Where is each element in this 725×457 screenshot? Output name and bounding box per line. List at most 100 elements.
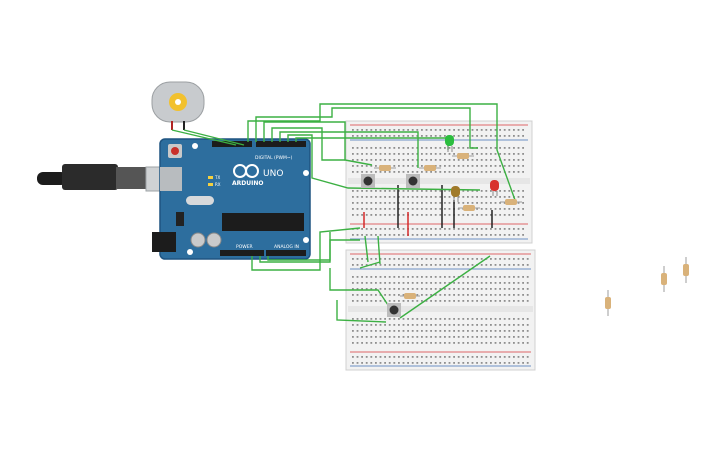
breadboard-hole[interactable] [490, 288, 492, 290]
breadboard-hole[interactable] [430, 214, 432, 216]
breadboard-hole[interactable] [517, 228, 520, 230]
breadboard-hole[interactable] [393, 153, 396, 155]
breadboard-hole[interactable] [467, 282, 469, 284]
breadboard-hole[interactable] [370, 159, 373, 161]
breadboard-hole[interactable] [522, 165, 524, 167]
breadboard-hole[interactable] [375, 171, 377, 173]
breadboard-hole[interactable] [476, 159, 478, 161]
breadboard-hole[interactable] [411, 300, 414, 302]
breadboard-hole[interactable] [425, 129, 428, 131]
breadboard-hole[interactable] [407, 362, 409, 364]
breadboard-hole[interactable] [508, 228, 511, 230]
resistor[interactable] [374, 165, 396, 171]
breadboard-hole[interactable] [352, 264, 354, 266]
breadboard-hole[interactable] [434, 300, 437, 302]
breadboard-hole[interactable] [462, 147, 465, 149]
breadboard-hole[interactable] [361, 147, 363, 149]
breadboard-hole[interactable] [421, 330, 423, 332]
breadboard-hole[interactable] [421, 276, 423, 278]
breadboard-hole[interactable] [513, 264, 515, 266]
breadboard-hole[interactable] [517, 147, 520, 149]
breadboard-hole[interactable] [522, 258, 524, 260]
breadboard-hole[interactable] [513, 153, 515, 155]
breadboard-hole[interactable] [444, 318, 446, 320]
breadboard-hole[interactable] [494, 318, 497, 320]
breadboard-hole[interactable] [522, 147, 524, 149]
breadboard-hole[interactable] [379, 190, 382, 192]
breadboard-hole[interactable] [448, 202, 451, 204]
breadboard-hole[interactable] [444, 258, 446, 260]
breadboard-hole[interactable] [375, 336, 377, 338]
breadboard-hole[interactable] [494, 300, 497, 302]
breadboard-hole[interactable] [384, 196, 386, 198]
breadboard-hole[interactable] [494, 214, 497, 216]
breadboard-hole[interactable] [480, 171, 483, 173]
breadboard-hole[interactable] [416, 171, 419, 173]
breadboard-hole[interactable] [439, 356, 442, 358]
breadboard-hole[interactable] [370, 258, 373, 260]
breadboard-hole[interactable] [416, 294, 419, 296]
breadboard-hole[interactable] [411, 276, 414, 278]
breadboard-hole[interactable] [425, 171, 428, 173]
breadboard-hole[interactable] [370, 318, 373, 320]
breadboard-hole[interactable] [480, 129, 483, 131]
breadboard-hole[interactable] [499, 264, 501, 266]
resistor[interactable] [500, 199, 522, 205]
breadboard-hole[interactable] [457, 196, 460, 198]
breadboard-hole[interactable] [462, 165, 465, 167]
breadboard-hole[interactable] [485, 288, 488, 290]
breadboard-hole[interactable] [517, 342, 520, 344]
breadboard-hole[interactable] [434, 228, 437, 230]
breadboard-hole[interactable] [370, 196, 373, 198]
breadboard-hole[interactable] [444, 342, 446, 344]
breadboard-hole[interactable] [425, 318, 428, 320]
breadboard-hole[interactable] [393, 336, 396, 338]
breadboard-hole[interactable] [411, 214, 414, 216]
breadboard-hole[interactable] [434, 324, 437, 326]
breadboard-bottom[interactable] [345, 249, 536, 371]
breadboard-hole[interactable] [476, 330, 478, 332]
breadboard-hole[interactable] [480, 336, 483, 338]
breadboard-hole[interactable] [467, 129, 469, 131]
breadboard-hole[interactable] [379, 282, 382, 284]
breadboard-hole[interactable] [503, 208, 506, 210]
breadboard-hole[interactable] [453, 264, 455, 266]
breadboard-hole[interactable] [356, 159, 359, 161]
breadboard-hole[interactable] [480, 165, 483, 167]
breadboard-hole[interactable] [467, 336, 469, 338]
breadboard-hole[interactable] [490, 214, 492, 216]
breadboard-hole[interactable] [457, 171, 460, 173]
breadboard-hole[interactable] [388, 135, 391, 137]
breadboard-hole[interactable] [402, 356, 405, 358]
breadboard-hole[interactable] [476, 300, 478, 302]
breadboard-hole[interactable] [462, 258, 465, 260]
breadboard-hole[interactable] [407, 153, 409, 155]
breadboard-hole[interactable] [526, 330, 529, 332]
breadboard-hole[interactable] [421, 300, 423, 302]
breadboard-hole[interactable] [411, 288, 414, 290]
breadboard-hole[interactable] [375, 282, 377, 284]
breadboard-hole[interactable] [513, 214, 515, 216]
breadboard-hole[interactable] [439, 342, 442, 344]
breadboard-hole[interactable] [480, 190, 483, 192]
breadboard-hole[interactable] [402, 190, 405, 192]
breadboard-hole[interactable] [379, 147, 382, 149]
breadboard-hole[interactable] [434, 214, 437, 216]
breadboard-hole[interactable] [379, 276, 382, 278]
breadboard-hole[interactable] [462, 324, 465, 326]
breadboard-hole[interactable] [494, 294, 497, 296]
breadboard-hole[interactable] [513, 228, 515, 230]
breadboard-hole[interactable] [379, 362, 382, 364]
breadboard-hole[interactable] [444, 171, 446, 173]
breadboard-hole[interactable] [503, 159, 506, 161]
breadboard-hole[interactable] [467, 190, 469, 192]
breadboard-hole[interactable] [384, 153, 386, 155]
breadboard-hole[interactable] [370, 324, 373, 326]
breadboard-hole[interactable] [513, 356, 515, 358]
breadboard-hole[interactable] [453, 196, 455, 198]
breadboard-hole[interactable] [439, 147, 442, 149]
breadboard-hole[interactable] [430, 258, 432, 260]
breadboard-hole[interactable] [425, 214, 428, 216]
breadboard-hole[interactable] [388, 190, 391, 192]
breadboard-hole[interactable] [365, 330, 368, 332]
